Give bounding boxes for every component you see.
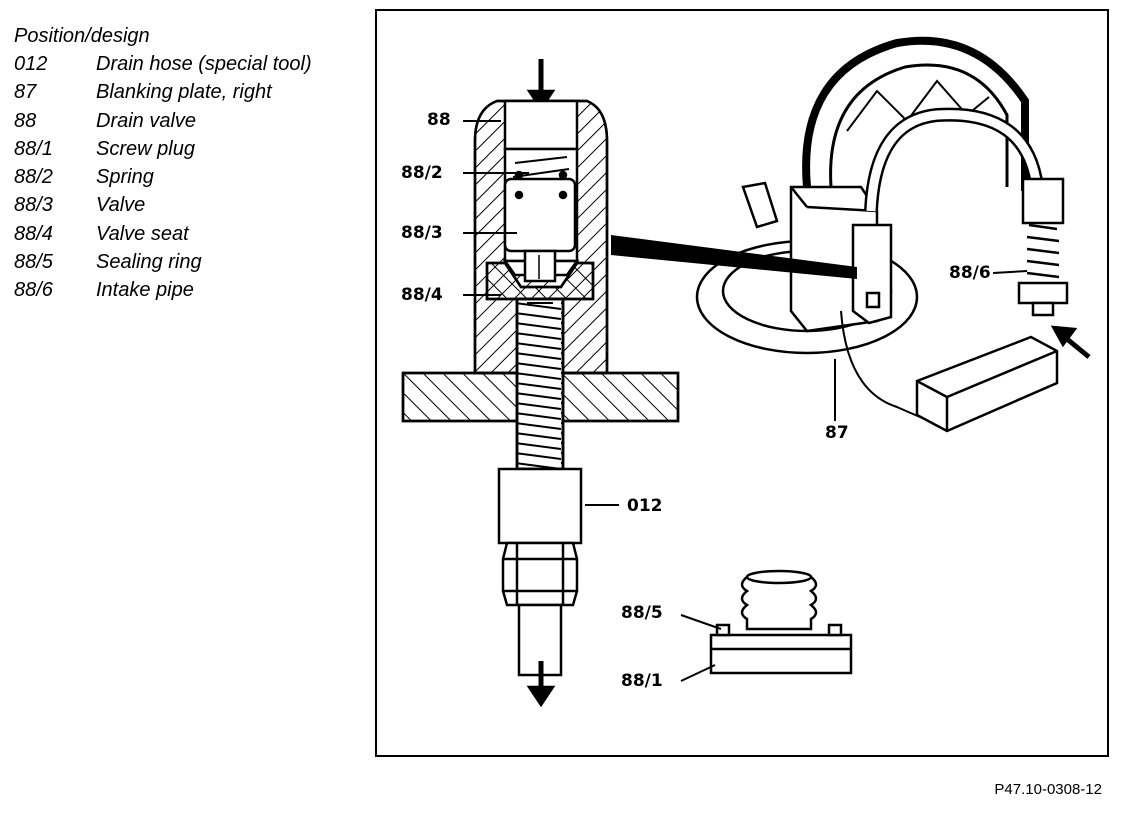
callout-88-3: 88/3: [401, 223, 443, 243]
legend-text: Valve seat: [96, 222, 189, 245]
callout-87: 87: [825, 423, 849, 443]
callout-88: 88: [427, 110, 451, 130]
callout-88-1: 88/1: [621, 671, 663, 691]
legend-code: 88/5: [14, 251, 53, 274]
figure-reference-code: P47.10-0308-12: [994, 781, 1102, 798]
callout-88-6: 88/6: [949, 263, 991, 283]
legend-item: 88 Drain valve: [14, 107, 312, 135]
legend-item: 88/6 Intake pipe: [14, 276, 312, 304]
legend-text: Spring: [96, 166, 154, 189]
legend-text: Valve: [96, 194, 146, 217]
legend: Position/design 012 Drain hose (special …: [14, 22, 312, 305]
diagram-frame: 88 88/2 88/3 88/4 012 88/5 88/1 88/6 87: [375, 9, 1109, 757]
drain-valve-section: [401, 59, 680, 708]
legend-code: 88/3: [14, 194, 53, 217]
legend-text: Blanking plate, right: [96, 81, 272, 104]
legend-code: 88: [14, 109, 37, 132]
legend-text: Intake pipe: [96, 279, 194, 302]
legend-text: Drain hose (special tool): [96, 53, 312, 75]
detail-pointer: [611, 235, 857, 279]
legend-heading: Position/design: [14, 25, 150, 47]
legend-code: 88/4: [14, 222, 53, 245]
legend-item: 88/2 Spring: [14, 163, 312, 191]
screw-plug-illustration: [709, 569, 853, 675]
legend-item: 88/4 Valve seat: [14, 220, 312, 248]
legend-code: 88/6: [14, 279, 53, 302]
legend-code: 87: [14, 81, 37, 104]
leader-lines: [463, 120, 1028, 682]
blanking-plate-illustration: [695, 36, 1091, 433]
callout-88-4: 88/4: [401, 285, 443, 305]
legend-text: Sealing ring: [96, 251, 202, 274]
legend-item: 87 Blanking plate, right: [14, 78, 312, 106]
drain-valve-diagram: [401, 36, 1091, 708]
legend-item: 88/5 Sealing ring: [14, 248, 312, 276]
legend-text: Screw plug: [96, 137, 195, 160]
legend-code: 012: [14, 53, 48, 75]
callout-88-2: 88/2: [401, 163, 443, 183]
legend-item: 012 Drain hose (special tool): [14, 50, 312, 78]
callout-012: 012: [627, 496, 663, 516]
legend-item: 88/3 Valve: [14, 191, 312, 219]
legend-code: 88/1: [14, 137, 53, 160]
legend-code: 88/2: [14, 166, 53, 189]
legend-text: Drain valve: [96, 109, 197, 132]
callout-88-5: 88/5: [621, 603, 663, 623]
legend-item: 88/1 Screw plug: [14, 135, 312, 163]
